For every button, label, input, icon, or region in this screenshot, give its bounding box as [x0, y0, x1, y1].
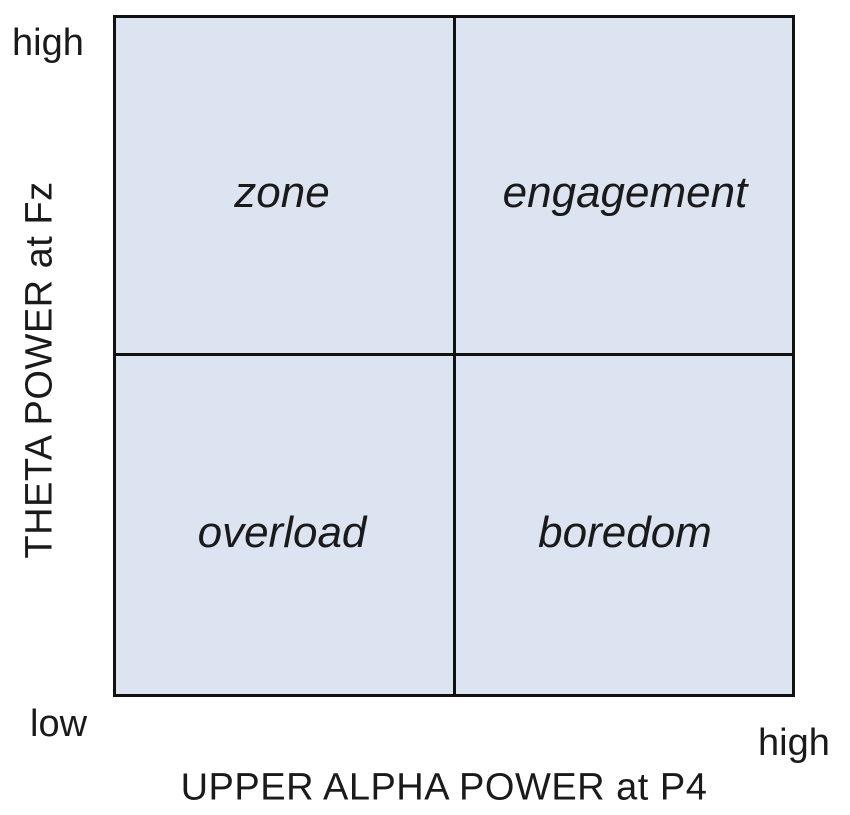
quadrant-label-top-right: engagement — [502, 168, 748, 217]
y-axis-title: THETA POWER at Fz — [18, 181, 61, 559]
x-axis-title: UPPER ALPHA POWER at P4 — [180, 766, 708, 809]
quadrant-label-top-left: zone — [234, 168, 330, 217]
y-axis-high-label: high — [12, 22, 84, 64]
y-axis-low-label: low — [30, 703, 88, 745]
quadrant-label-bottom-left: overload — [197, 508, 367, 557]
vertical-divider — [453, 15, 456, 697]
horizontal-divider — [113, 353, 795, 356]
x-axis-high-label: high — [758, 722, 830, 764]
quadrant-label-bottom-right: boredom — [538, 508, 712, 557]
